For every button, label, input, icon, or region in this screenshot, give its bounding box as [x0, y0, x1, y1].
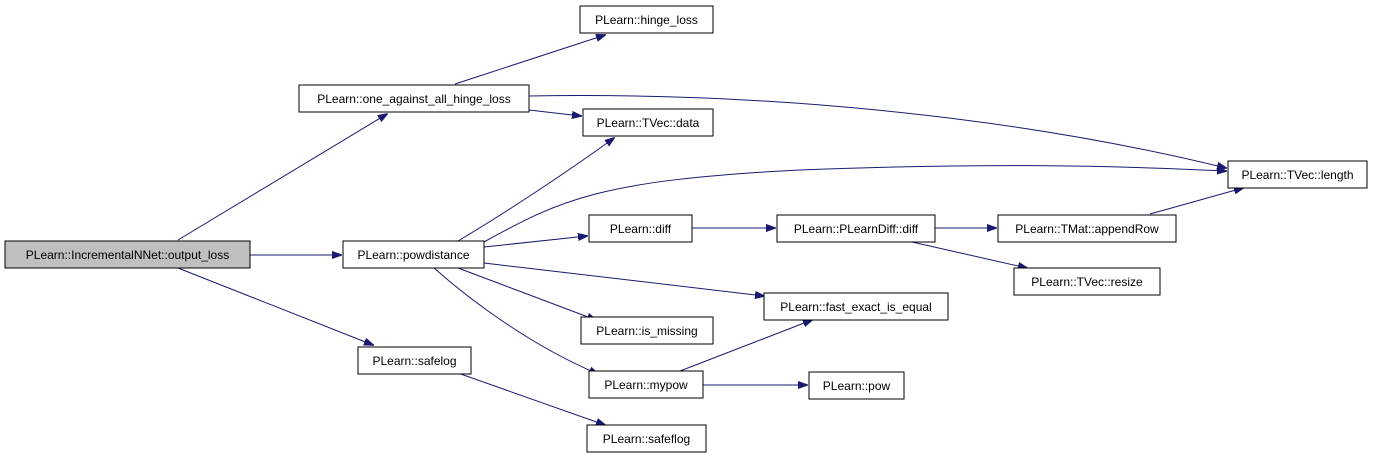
edge-safelog-to-safeflog: [454, 371, 605, 425]
edge-powdistance-to-is-missing: [457, 267, 596, 320]
edge-powdistance-to-tvec-data: [457, 138, 614, 242]
edges-layer: [177, 35, 1243, 425]
node-diff[interactable]: PLearn::diff: [588, 214, 693, 243]
node-label: PLearn::TVec::length: [1241, 168, 1353, 182]
node-label: PLearn::TVec::resize: [1031, 275, 1143, 289]
edge-one-against-all-to-tvec-data: [528, 109, 581, 116]
node-label: PLearn::safeflog: [603, 432, 690, 446]
node-label: PLearn::safelog: [372, 354, 456, 368]
node-label: PLearn::IncrementalNNet::output_loss: [26, 248, 229, 262]
node-label: PLearn::TMat::appendRow: [1015, 222, 1159, 236]
node-label: PLearn::pow: [823, 379, 891, 393]
node-plearndiff-diff[interactable]: PLearn::PLearnDiff::diff: [776, 214, 936, 243]
edge-one-against-all-to-tvec-length: [528, 95, 1226, 168]
node-powdistance[interactable]: PLearn::powdistance: [342, 240, 485, 269]
node-output-loss[interactable]: PLearn::IncrementalNNet::output_loss: [4, 240, 251, 269]
node-safelog[interactable]: PLearn::safelog: [357, 346, 472, 375]
node-pow[interactable]: PLearn::pow: [808, 371, 905, 400]
edge-one-against-all-to-hinge-loss: [454, 35, 605, 85]
edge-powdistance-to-mypow: [433, 267, 598, 374]
node-hinge-loss[interactable]: PLearn::hinge_loss: [579, 5, 714, 34]
node-label: PLearn::mypow: [604, 378, 688, 392]
node-safeflog[interactable]: PLearn::safeflog: [586, 424, 707, 453]
edge-output-loss-to-safelog: [177, 267, 373, 345]
node-tmat-appendrow[interactable]: PLearn::TMat::appendRow: [997, 214, 1177, 243]
node-label: PLearn::PLearnDiff::diff: [794, 222, 919, 236]
edge-tmat-appendrow-to-tvec-length: [1149, 188, 1243, 215]
edge-powdistance-to-fast-exact-is-equal: [483, 262, 764, 296]
node-label: PLearn::fast_exact_is_equal: [780, 300, 931, 314]
node-label: PLearn::one_against_all_hinge_loss: [317, 92, 510, 106]
node-label: PLearn::is_missing: [596, 324, 697, 338]
node-tvec-data[interactable]: PLearn::TVec::data: [582, 108, 714, 137]
edge-powdistance-to-diff: [483, 236, 587, 248]
node-label: PLearn::diff: [610, 222, 672, 236]
node-fast-exact-is-equal[interactable]: PLearn::fast_exact_is_equal: [763, 292, 949, 321]
node-one-against-all-hinge-loss[interactable]: PLearn::one_against_all_hinge_loss: [298, 84, 530, 113]
node-is-missing[interactable]: PLearn::is_missing: [580, 316, 714, 345]
node-label: PLearn::hinge_loss: [595, 13, 698, 27]
edge-plearndiff-diff-to-tvec-resize: [911, 241, 1027, 268]
node-tvec-resize[interactable]: PLearn::TVec::resize: [1013, 267, 1161, 296]
node-tvec-length[interactable]: PLearn::TVec::length: [1227, 160, 1368, 189]
edge-mypow-to-fast-exact-is-equal: [679, 320, 812, 372]
nodes-layer: PLearn::IncrementalNNet::output_loss PLe…: [4, 5, 1368, 453]
node-mypow[interactable]: PLearn::mypow: [588, 370, 704, 399]
node-label: PLearn::powdistance: [357, 248, 469, 262]
node-label: PLearn::TVec::data: [597, 116, 700, 130]
edge-powdistance-to-tvec-length: [483, 165, 1226, 243]
edge-output-loss-to-one-against-all-hinge-loss: [177, 114, 387, 241]
